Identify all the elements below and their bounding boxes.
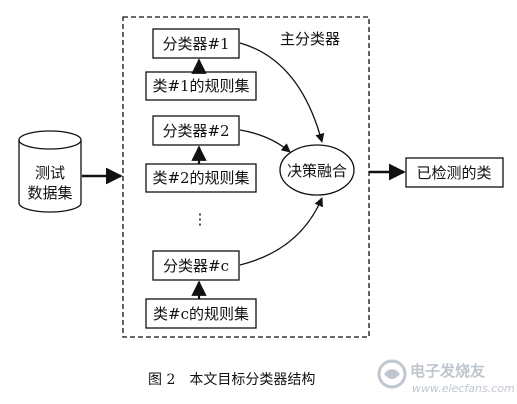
classifier-c-box	[152, 250, 240, 281]
classifier-1-label: 分类器#1	[162, 35, 229, 53]
figure-caption: 图 2 本文目标分类器结构	[148, 372, 315, 388]
classifier-2-label: 分类器#2	[162, 122, 229, 140]
test-dataset-cylinder: 测试 数据集	[18, 130, 82, 213]
rules-2-box	[145, 163, 257, 193]
arrow-classifier2-to-fusion	[239, 129, 291, 153]
dataset-label-line1: 测试	[35, 164, 65, 182]
rules-c-box	[145, 298, 257, 329]
elecfans-watermark: 电子发烧友 www.elecfans.com	[377, 359, 515, 395]
rules-c-label: 类#c的规则集	[153, 305, 249, 323]
classifier-1-box	[152, 28, 240, 59]
dataset-label-line2: 数据集	[27, 184, 72, 202]
detected-class-box	[405, 157, 504, 188]
watermark-url: www.elecfans.com	[412, 382, 515, 395]
classifier-c-label: 分类器#c	[163, 257, 229, 275]
ellipsis: ⋮	[193, 210, 208, 228]
arrow-classifier1-to-fusion	[239, 42, 325, 143]
watermark-logo-icon	[377, 359, 407, 389]
main-classifier-label: 主分类器	[280, 30, 340, 48]
watermark-cn: 电子发烧友	[410, 362, 485, 380]
decision-fusion-ellipse	[279, 144, 355, 196]
detected-class-label: 已检测的类	[416, 164, 491, 182]
decision-fusion-label: 决策融合	[287, 162, 347, 180]
rules-2-label: 类#2的规则集	[152, 169, 249, 187]
main-classifier-frame	[122, 16, 370, 338]
arrow-classifierc-to-fusion	[239, 197, 323, 266]
classifier-2-box	[152, 115, 240, 146]
rules-1-label: 类#1的规则集	[152, 77, 249, 95]
